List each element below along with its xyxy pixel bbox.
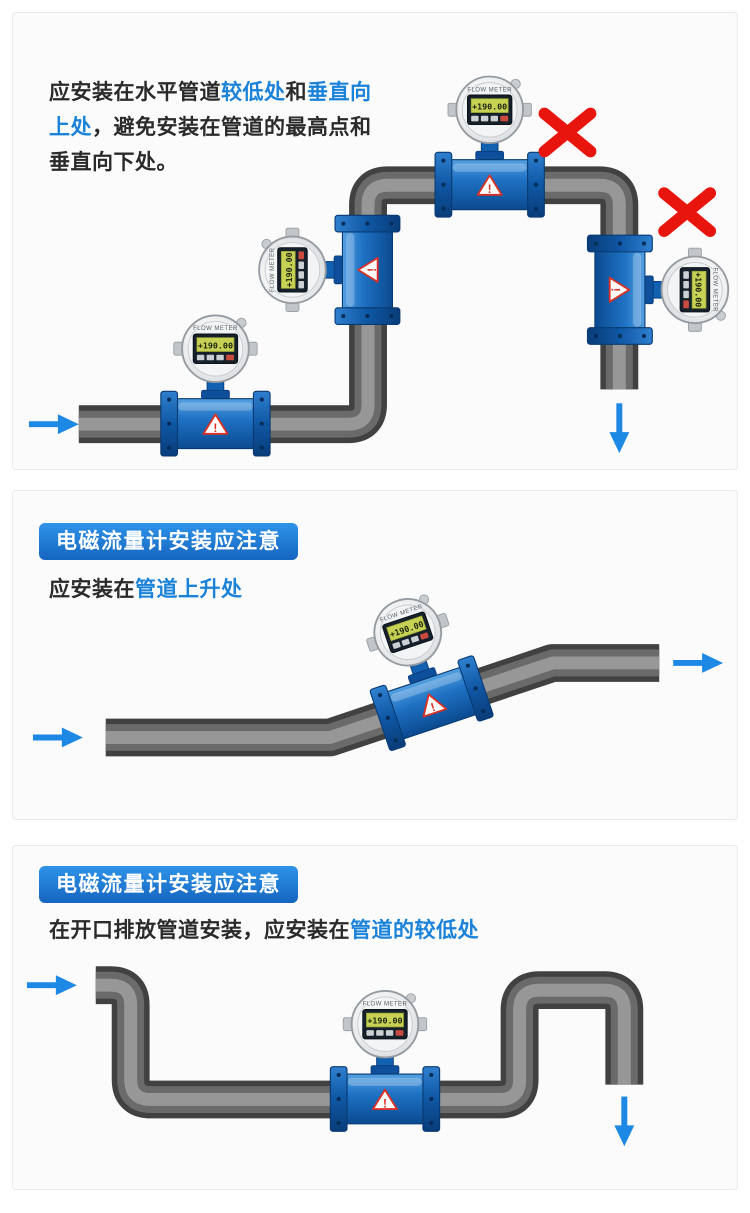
intro-seg: 和 bbox=[285, 81, 307, 104]
flowmeter-vertical-up-correct bbox=[258, 214, 401, 326]
flowmeter-low-section-correct bbox=[329, 990, 441, 1133]
install-rule-text: 应安装在水平管道较低处和垂直向上处，避免安装在管道的最高点和垂直向下处。 bbox=[49, 75, 381, 180]
note-seg: 应安装在 bbox=[49, 578, 135, 601]
notice-badge: 电磁流量计安装应注意 bbox=[39, 866, 298, 903]
pipe-diagram-3 bbox=[13, 966, 644, 1189]
intro-seg: ，避免安装在管道的最高点和垂直向下处。 bbox=[49, 116, 372, 174]
flow-in-arrow-icon bbox=[29, 414, 79, 434]
flow-in-arrow-icon bbox=[27, 975, 77, 995]
flow-out-arrow-icon bbox=[609, 403, 629, 453]
install-note-text: 在开口排放管道安装，应安装在管道的较低处 bbox=[49, 914, 479, 944]
horizontal-vertical-install-panel: 应安装在水平管道较低处和垂直向上处，避免安装在管道的最高点和垂直向下处。 bbox=[12, 12, 738, 470]
rising-pipe-install-panel: 电磁流量计安装应注意 应安装在管道上升处 bbox=[12, 490, 738, 820]
note-seg-highlight: 管道的较低处 bbox=[350, 919, 479, 942]
open-discharge-install-panel: 电磁流量计安装应注意 在开口排放管道安装，应安装在管道的较低处 bbox=[12, 845, 738, 1190]
note-seg: 在开口排放管道安装，应安装在 bbox=[49, 919, 350, 942]
pipe-diagram-1 bbox=[13, 75, 730, 457]
note-seg-highlight: 管道上升处 bbox=[135, 578, 243, 601]
notice-badge: 电磁流量计安装应注意 bbox=[39, 523, 298, 560]
intro-seg-highlight: 较低处 bbox=[221, 81, 286, 104]
flow-in-arrow-icon bbox=[33, 728, 83, 748]
flow-out-arrow-icon bbox=[614, 1097, 634, 1147]
wrong-x-icon bbox=[664, 193, 710, 231]
pipe-run bbox=[78, 166, 639, 444]
intro-seg-highlight: 垂直向上处 bbox=[49, 81, 372, 139]
intro-seg: 应安装在水平管道 bbox=[49, 81, 221, 104]
flowmeter-highest-point-wrong bbox=[434, 75, 546, 218]
flowmeter-horizontal-low-correct bbox=[159, 314, 272, 457]
pipe-diagram-2 bbox=[13, 582, 737, 757]
install-note-text: 应安装在管道上升处 bbox=[49, 573, 243, 603]
wrong-x-icon bbox=[545, 114, 591, 152]
flowmeter-vertical-down-wrong bbox=[586, 234, 730, 346]
pipe-run bbox=[91, 966, 644, 1119]
flow-out-arrow-icon bbox=[673, 653, 723, 673]
